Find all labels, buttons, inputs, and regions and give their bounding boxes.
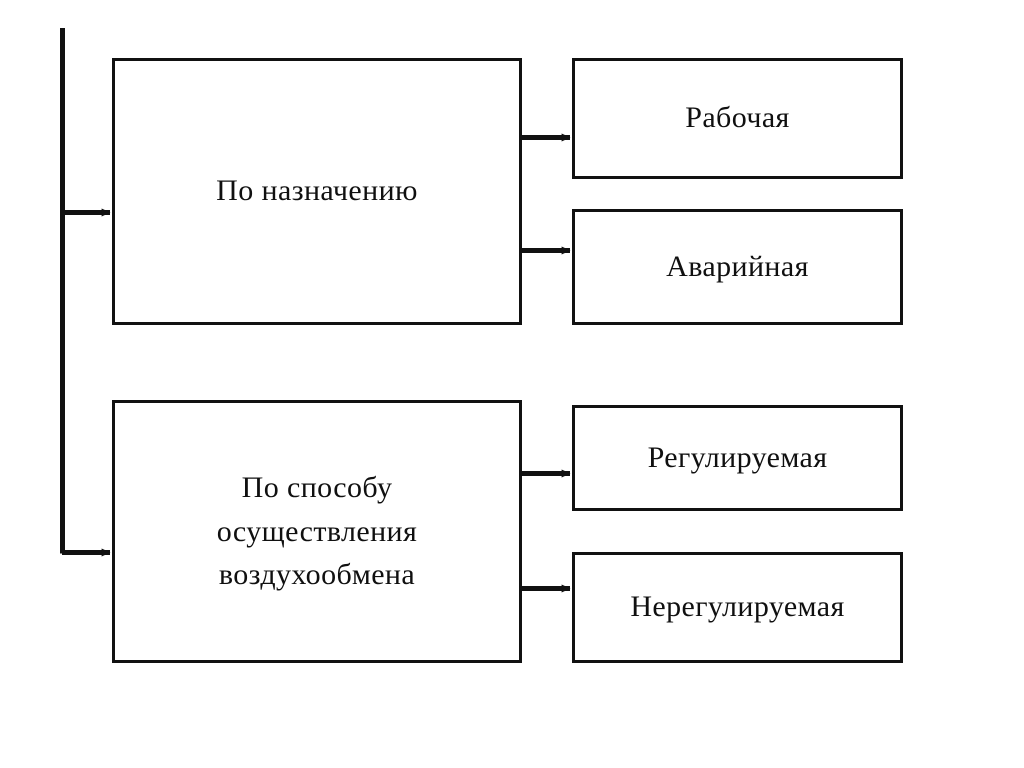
node-working[interactable]: Рабочая — [572, 58, 903, 179]
node-regulated-label: Регулируемая — [647, 440, 828, 474]
node-emergency-label: Аварийная — [666, 249, 809, 283]
node-purpose[interactable]: По назначению — [112, 58, 522, 325]
node-regulated[interactable]: Регулируемая — [572, 405, 903, 511]
node-airexchange-label: По способу осуществления воздухообмена — [216, 471, 418, 592]
node-unregulated[interactable]: Нерегулируемая — [572, 552, 903, 663]
node-emergency[interactable]: Аварийная — [572, 209, 903, 325]
node-purpose-label: По назначению — [216, 174, 418, 208]
node-unregulated-label: Нерегулируемая — [630, 590, 845, 624]
node-airexchange[interactable]: По способу осуществления воздухообмена — [112, 400, 522, 663]
node-working-label: Рабочая — [685, 101, 790, 135]
